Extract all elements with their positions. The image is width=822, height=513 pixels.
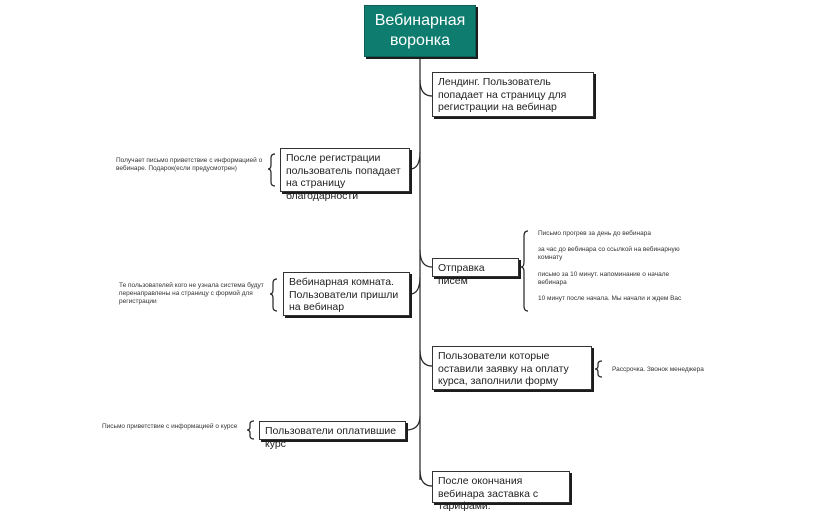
bracket-note-3 <box>246 420 255 440</box>
note-welcome-letter: Получает письмо приветствие с информацие… <box>116 157 263 172</box>
bracket-note-1 <box>267 153 276 187</box>
branch-right-1 <box>419 79 433 97</box>
bracket-payment-note <box>594 360 603 378</box>
email-note-day-before: Письмо прогрев за день до вебинара <box>538 230 651 237</box>
note-course-welcome: Письмо приветствие с информацией о курсе <box>102 423 238 430</box>
branch-right-2 <box>419 249 433 268</box>
email-note-10-min-after: 10 минут после начала. Мы начали и ждем … <box>538 295 682 302</box>
node-webinar-room[interactable]: Вебинарная комната. Пользователи пришли … <box>283 272 410 316</box>
branch-right-3 <box>419 349 433 367</box>
branch-left-1 <box>409 151 421 170</box>
branch-right-4 <box>419 469 433 487</box>
email-note-10-min-before: письмо за 10 минут. напоминание о начале… <box>538 271 670 286</box>
node-after-webinar[interactable]: После окончания вебинара заставка с тари… <box>432 471 570 512</box>
note-installment-call: Рассрочка. Звонок менеджера <box>612 366 704 373</box>
branch-left-3 <box>405 415 421 431</box>
email-note-hour-before: за час до вебинара со ссылкой на вебинар… <box>538 246 680 261</box>
note-redirect-registration: Те пользователей кого не узнала система … <box>119 282 264 305</box>
node-thank-you-page[interactable]: После регистрации пользователь попадает … <box>280 148 410 202</box>
bracket-note-2 <box>269 278 278 312</box>
node-paid-users[interactable]: Пользователи оплатившие курс <box>259 421 406 450</box>
node-landing[interactable]: Лендинг. Пользователь попадает на страни… <box>432 72 594 117</box>
node-email-sending[interactable]: Отправка писем <box>432 258 519 287</box>
bracket-email-notes <box>520 230 529 312</box>
branch-left-2 <box>409 276 421 295</box>
root-node-title[interactable]: Вебинарная воронка <box>364 5 476 57</box>
node-payment-request[interactable]: Пользователи которые оставили заявку на … <box>432 346 592 390</box>
